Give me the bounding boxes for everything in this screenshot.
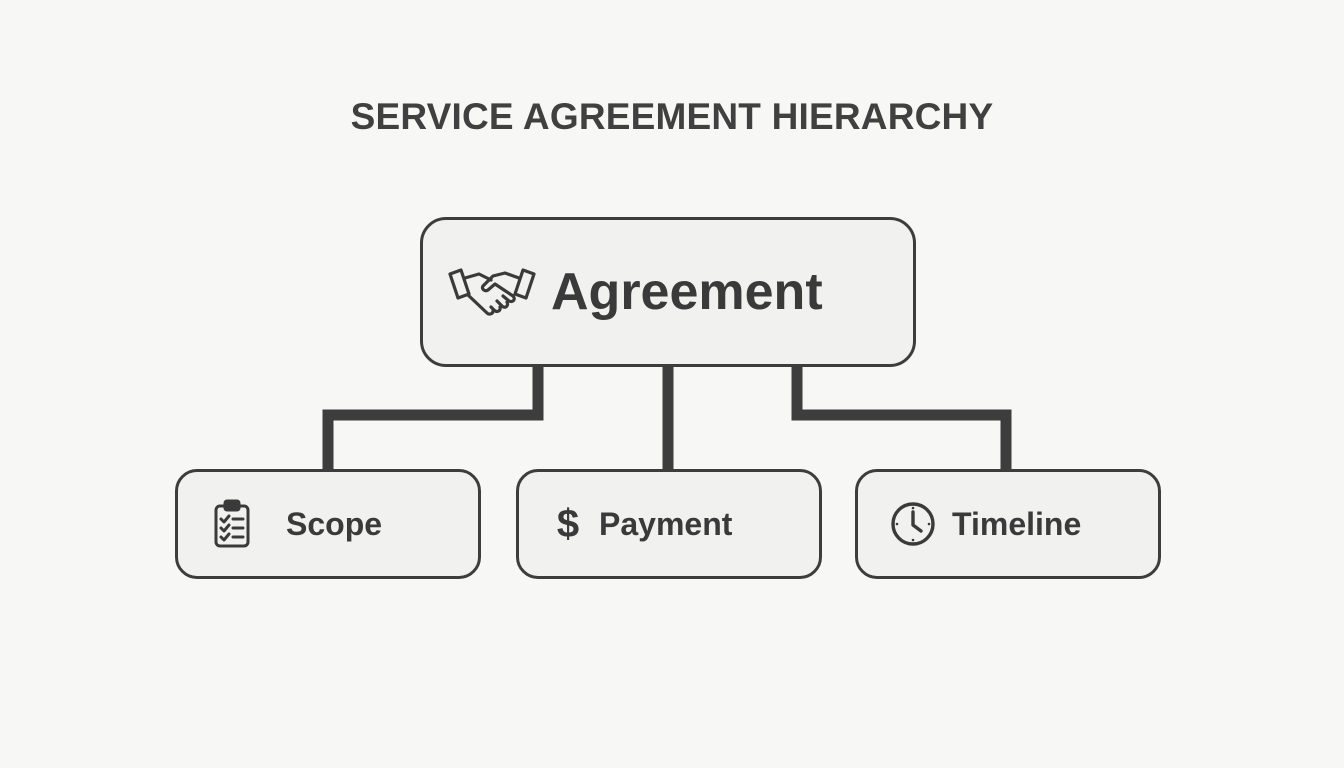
agreement-label: Agreement [551,263,823,321]
diagram-title: SERVICE AGREEMENT HIERARCHY [350,96,994,137]
connector-scope [322,367,544,469]
clipboard-checklist-icon [210,498,254,550]
agreement-node: Agreement [420,217,916,367]
timeline-label: Timeline [952,505,1082,542]
scope-node: Scope [175,469,481,579]
scope-label: Scope [286,505,383,542]
timeline-node: Timeline [855,469,1161,579]
payment-node: $ Payment [516,469,822,579]
connector-timeline [791,367,1012,469]
dollar-icon: $ [556,501,580,546]
handshake-icon [447,260,537,324]
payment-label: Payment [599,505,733,542]
clock-icon [888,498,938,550]
